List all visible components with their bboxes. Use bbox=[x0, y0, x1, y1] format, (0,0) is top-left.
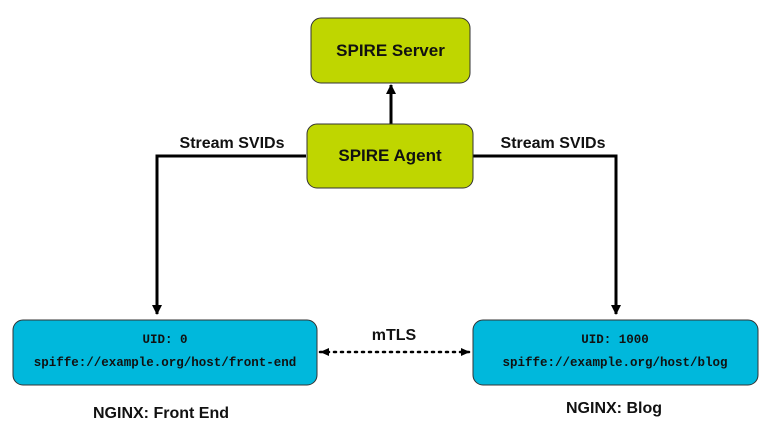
spire-server-label: SPIRE Server bbox=[336, 41, 445, 60]
spire-agent-node: SPIRE Agent bbox=[306, 123, 474, 189]
nginx-blog-node: UID: 1000 spiffe://example.org/host/blog bbox=[472, 319, 759, 386]
spire-agent-label: SPIRE Agent bbox=[338, 146, 442, 165]
stream-svids-left-arrow bbox=[152, 154, 306, 315]
spire-server-node: SPIRE Server bbox=[310, 17, 471, 84]
blog-uid: UID: 1000 bbox=[581, 333, 649, 347]
blog-caption: NGINX: Blog bbox=[566, 400, 662, 417]
mtls-label: mTLS bbox=[372, 327, 417, 344]
stream-svids-left-label: Stream SVIDs bbox=[180, 135, 285, 152]
front-end-uid: UID: 0 bbox=[142, 333, 187, 347]
nginx-front-end-node: UID: 0 spiffe://example.org/host/front-e… bbox=[12, 319, 318, 386]
blog-spiffe-id: spiffe://example.org/host/blog bbox=[502, 356, 727, 370]
stream-svids-right-arrow bbox=[473, 154, 621, 315]
front-end-spiffe-id: spiffe://example.org/host/front-end bbox=[34, 356, 297, 370]
front-end-caption: NGINX: Front End bbox=[93, 405, 229, 422]
stream-svids-right-label: Stream SVIDs bbox=[501, 135, 606, 152]
